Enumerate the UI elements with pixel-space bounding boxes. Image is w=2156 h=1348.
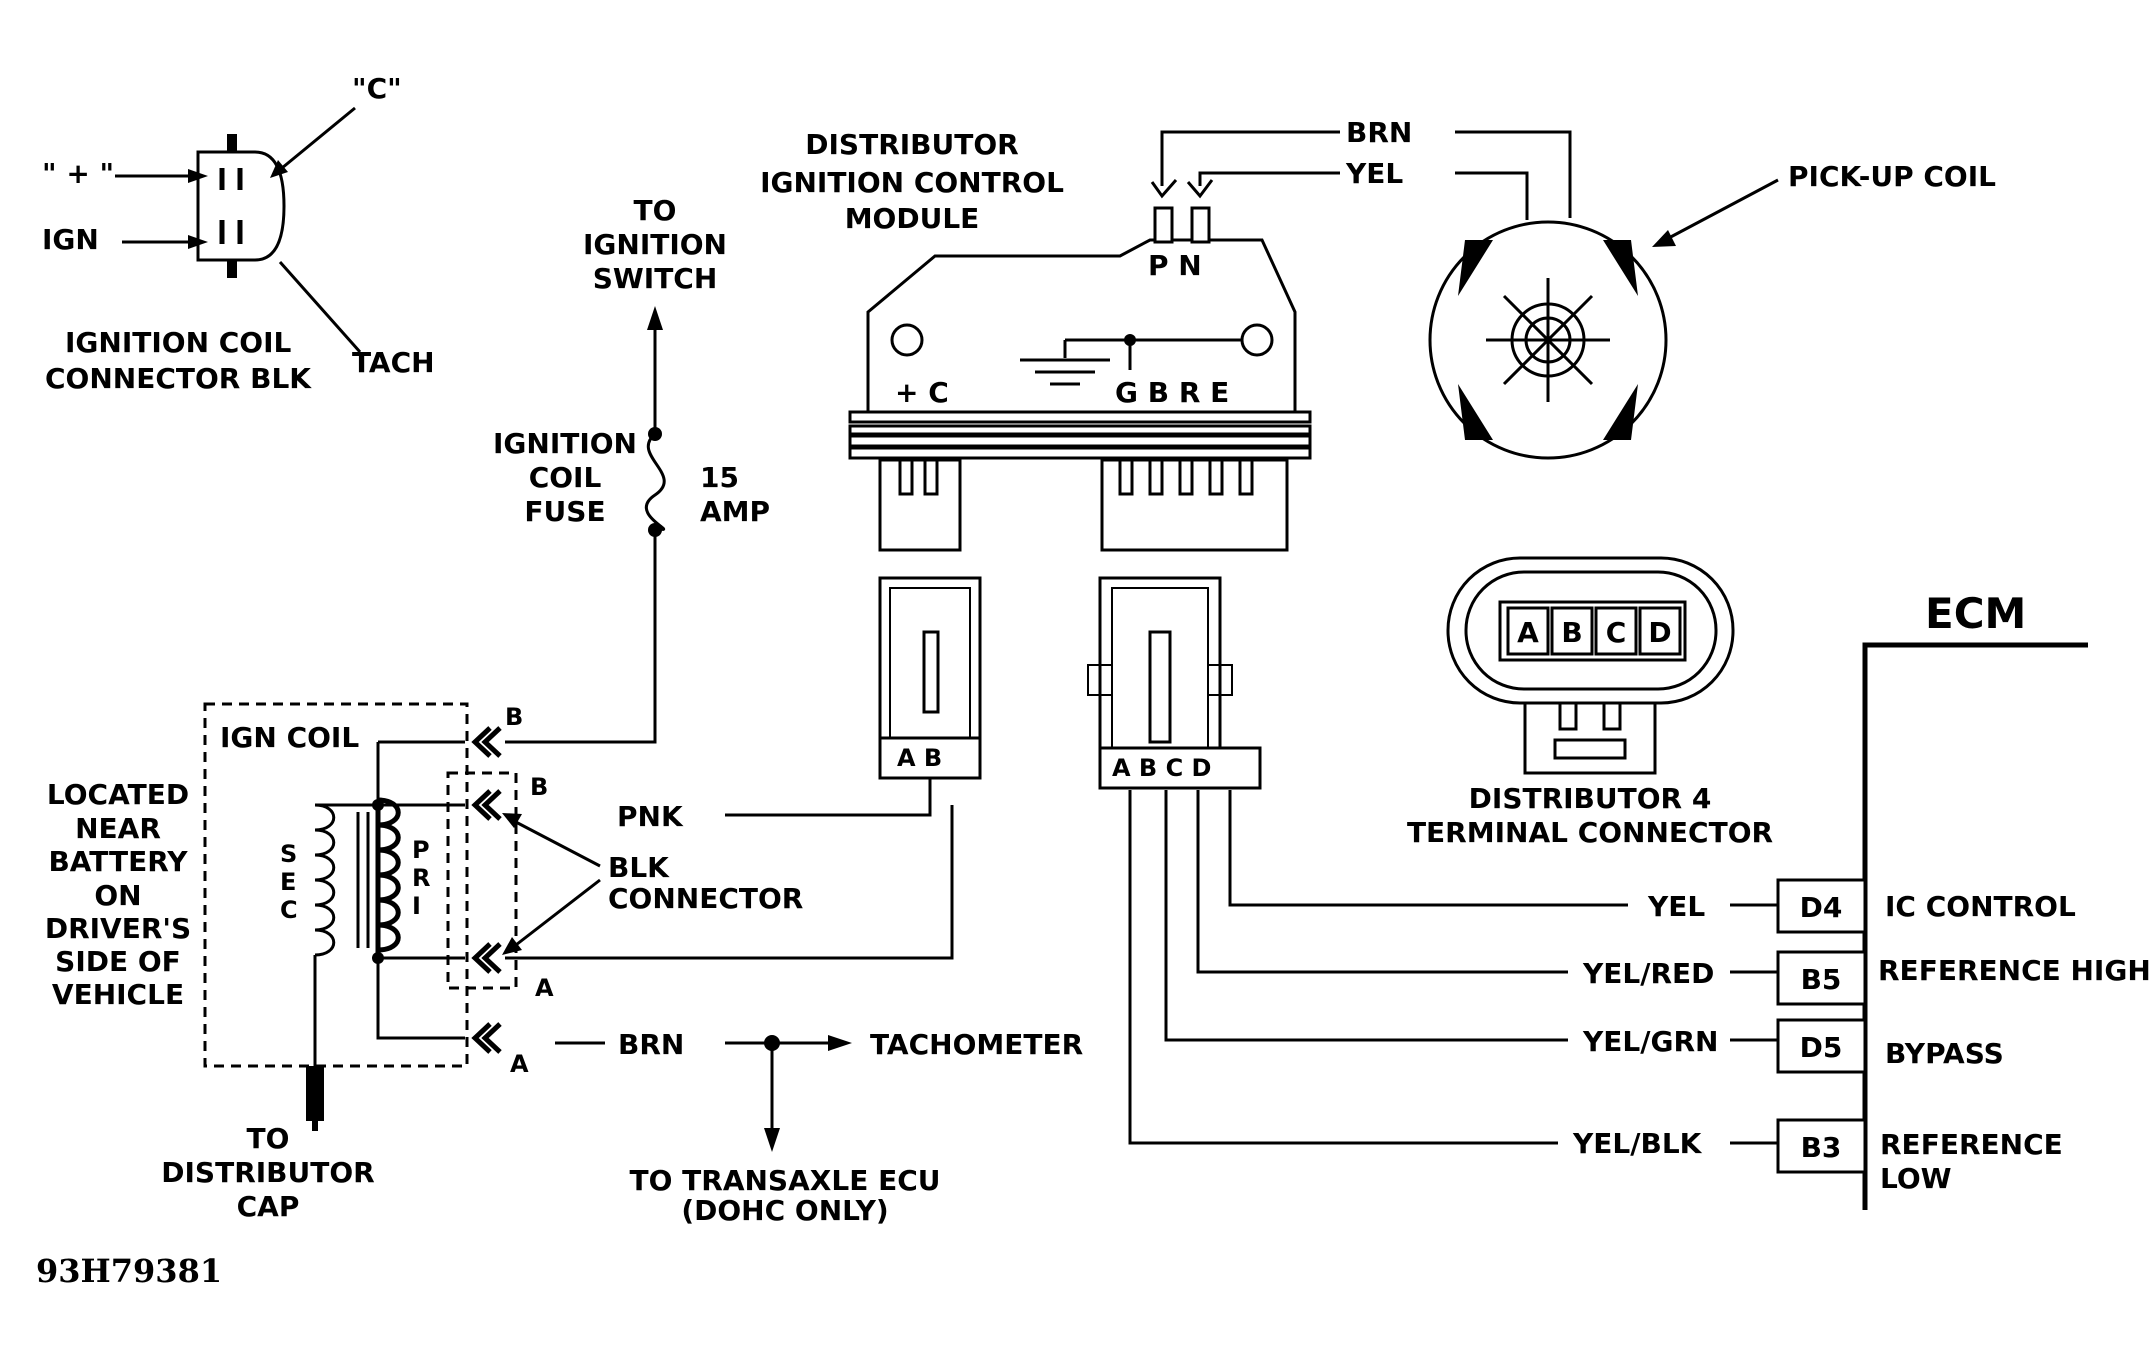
blk-connector-line2: CONNECTOR <box>608 882 803 915</box>
ecm-wire-yel-blk: YEL/BLK <box>1572 1127 1703 1160</box>
pickup-wire1-label: BRN <box>1346 116 1412 149</box>
fuse-rating-line2: AMP <box>700 495 770 528</box>
connector-tach-label: TACH <box>352 346 435 379</box>
ecm-function-reference-high: REFERENCE HIGH <box>1878 954 2151 987</box>
blk-connector-line1: BLK <box>608 851 670 884</box>
module-conn-left-pins: A B <box>897 744 942 772</box>
ecm-wire-yel: YEL <box>1647 890 1705 923</box>
figure-id: 93H79381 <box>36 1252 222 1290</box>
pri-letter-i: I <box>412 892 421 920</box>
pri-letter-r: R <box>412 864 430 892</box>
transaxle-line1: TO TRANSAXLE ECU <box>630 1164 941 1197</box>
module-right-pins: G B R E <box>1115 376 1229 409</box>
ignition-control-module: DISTRIBUTOR IGNITION CONTROL MODULE P N … <box>760 128 1312 790</box>
terminal-a-inner: A <box>535 974 554 1002</box>
location-line3: BATTERY <box>48 845 188 878</box>
ecm-function-low: LOW <box>1880 1162 1952 1195</box>
ecm-pin-b5: B5 <box>1801 963 1842 996</box>
ecm: ECM YEL D4 IC CONTROL YEL/RED B5 REFEREN… <box>1128 589 2151 1210</box>
terminal-b-outer: B <box>505 703 523 731</box>
switch-line1: TO <box>634 194 677 227</box>
module-top-pins: P N <box>1148 249 1202 282</box>
connector-ign-label: IGN <box>42 223 99 256</box>
cap-line1: TO <box>247 1122 290 1155</box>
coil-location-note: LOCATED NEAR BATTERY ON DRIVER'S SIDE OF… <box>45 778 191 1011</box>
ecm-function-ic-control: IC CONTROL <box>1885 890 2076 923</box>
pickup-coil: BRN YEL PICK-UP COIL <box>1150 116 1996 460</box>
switch-line2: IGNITION <box>583 228 727 261</box>
ecm-row-d4: YEL D4 IC CONTROL <box>1647 878 2076 934</box>
ecm-pin-d5: D5 <box>1800 1031 1843 1064</box>
ecm-title: ECM <box>1925 589 2026 638</box>
sec-letter-e: E <box>280 868 296 896</box>
blk-connector-callout: BLK CONNECTOR <box>502 813 803 955</box>
dist-conn-pin-d: D <box>1648 616 1671 649</box>
module-left-pins: + C <box>895 376 949 409</box>
ign-coil-label: IGN COIL <box>220 721 359 754</box>
switch-line3: SWITCH <box>593 262 718 295</box>
ecm-pin-b3: B3 <box>1801 1131 1842 1164</box>
fuse-rating-line1: 15 <box>700 461 739 494</box>
location-line1: LOCATED <box>47 778 189 811</box>
ecm-function-reference: REFERENCE <box>1880 1128 2063 1161</box>
cap-line2: DISTRIBUTOR <box>161 1156 374 1189</box>
ecm-row-d5: YEL/GRN D5 BYPASS <box>1582 1018 2004 1074</box>
dist-conn-pin-a: A <box>1517 616 1539 649</box>
sec-letter-c: C <box>280 896 298 924</box>
location-line7: VEHICLE <box>52 978 184 1011</box>
dist-conn-title-line1: DISTRIBUTOR 4 <box>1469 782 1712 815</box>
connector-title-line2: CONNECTOR BLK <box>45 362 312 395</box>
connector-plus-label: " + " <box>42 157 114 190</box>
ecm-wire-yel-grn: YEL/GRN <box>1582 1025 1718 1058</box>
fuse-name-line3: FUSE <box>524 495 605 528</box>
coil-output-wiring: PNK BRN TACHOMETER TO TRANSAXLE ECU (DOH… <box>505 778 1083 1227</box>
dist-conn-pin-c: C <box>1606 616 1627 649</box>
cap-line3: CAP <box>237 1190 300 1223</box>
fuse-name-line2: COIL <box>529 461 602 494</box>
location-line6: SIDE OF <box>55 945 181 978</box>
module-title-line1: DISTRIBUTOR <box>805 128 1018 161</box>
ecm-wire-yel-red: YEL/RED <box>1582 957 1714 990</box>
pickup-wire2-label: YEL <box>1345 157 1403 190</box>
transaxle-line2: (DOHC ONLY) <box>681 1194 888 1227</box>
ignition-coil-connector: "C" " + " IGN TACH IGNITION COIL CONNECT… <box>42 72 435 395</box>
pri-letter-p: P <box>412 836 430 864</box>
module-title-line2: IGNITION CONTROL <box>760 166 1064 199</box>
location-line4: ON <box>94 879 141 912</box>
terminal-a-outer: A <box>510 1050 529 1078</box>
fuse-name-line1: IGNITION <box>493 427 637 460</box>
ignition-switch-feed: TO IGNITION SWITCH <box>505 194 727 744</box>
ecm-row-b3: YEL/BLK B3 REFERENCE LOW <box>1572 1118 2063 1195</box>
pnk-wire-label: PNK <box>617 800 684 833</box>
ecm-pin-d4: D4 <box>1800 891 1843 924</box>
dist-conn-pin-b: B <box>1561 616 1582 649</box>
ecm-row-b5: YEL/RED B5 REFERENCE HIGH <box>1582 950 2151 1006</box>
module-conn-right-pins: A B C D <box>1112 754 1211 782</box>
sec-letter-s: S <box>280 840 297 868</box>
ecm-function-bypass: BYPASS <box>1885 1037 2004 1070</box>
location-line2: NEAR <box>75 812 161 845</box>
pickup-coil-label: PICK-UP COIL <box>1788 160 1996 193</box>
ignition-coil: IGN COIL S E C P R I B <box>45 702 554 1223</box>
terminal-b-inner: B <box>530 773 548 801</box>
module-title-line3: MODULE <box>845 202 980 235</box>
dist-conn-title-line2: TERMINAL CONNECTOR <box>1407 816 1773 849</box>
location-line5: DRIVER'S <box>45 912 191 945</box>
connector-c-label: "C" <box>352 72 402 105</box>
tachometer-label: TACHOMETER <box>870 1028 1083 1061</box>
connector-title-line1: IGNITION COIL <box>65 326 292 359</box>
ignition-coil-fuse: IGNITION COIL FUSE 15 AMP <box>493 427 770 528</box>
brn-wire-label: BRN <box>618 1028 684 1061</box>
distributor-4-terminal-connector: A B C D DISTRIBUTOR 4 TERMINAL CONNECTOR <box>1407 556 1773 849</box>
